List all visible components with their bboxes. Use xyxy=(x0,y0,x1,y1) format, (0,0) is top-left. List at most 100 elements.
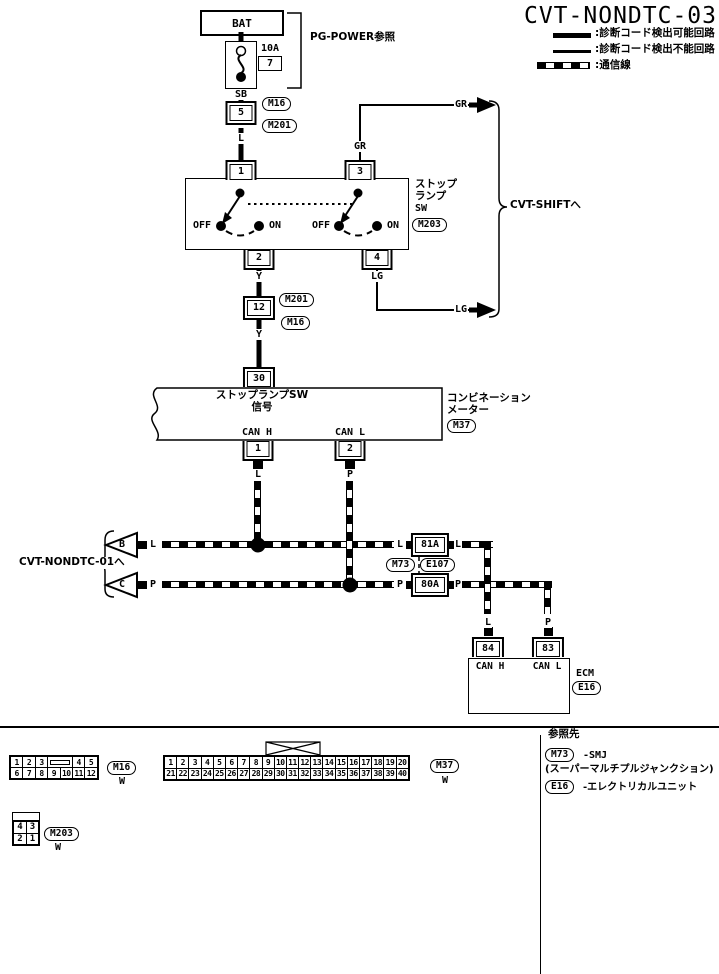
can-h-bus-line-right xyxy=(462,541,493,548)
gr-arrow-icon xyxy=(477,97,496,113)
pin-cell xyxy=(47,756,73,768)
pin-cell: 5 xyxy=(84,756,98,768)
legend-undetectable-label: :診断コード検出不能回路 xyxy=(594,43,716,56)
legend-comm-label: :通信線 xyxy=(594,59,632,72)
terminal-1-meter: 1 xyxy=(242,441,274,461)
ecm-can-l-label: CAN L xyxy=(532,661,562,672)
terminal-84-pin: 84 xyxy=(475,641,501,657)
wire-color-p-meter: P xyxy=(345,469,355,480)
can-l-bus-line xyxy=(162,581,394,588)
pinout-color-m203: W xyxy=(53,842,63,853)
bus-p-label-3: P xyxy=(453,579,463,590)
connector-ref-e107: E107 xyxy=(420,558,455,573)
pin-cell: 8 xyxy=(34,767,49,779)
wire-color-lg: LG xyxy=(369,271,385,282)
pin-cell: 11 xyxy=(71,767,86,779)
terminal-2-meter-pin: 2 xyxy=(338,441,362,457)
fuse-rating-label: 10A xyxy=(260,43,281,54)
pin-cell: 6 xyxy=(10,767,24,779)
switch-off-right-label: OFF xyxy=(312,220,331,231)
wire-color-lg-arrow: LG xyxy=(453,304,469,315)
bus-l-label-3: L xyxy=(453,539,463,550)
arrow-c-letter: C xyxy=(119,579,126,590)
meter-can-l-label: CAN L xyxy=(334,427,366,438)
refs-m73-oval: M73 xyxy=(545,748,575,763)
footer-separator xyxy=(0,726,719,728)
wire-color-y: Y xyxy=(254,271,264,282)
refs-e16-oval: E16 xyxy=(545,780,575,795)
switch-name-line3: SW xyxy=(414,203,429,214)
terminal-2-switch: 2 xyxy=(243,250,275,270)
pinout-ref-m203: M203 xyxy=(44,827,79,842)
connector-ref-m16-mid: M16 xyxy=(281,316,311,331)
lg-arrow-icon xyxy=(477,302,496,318)
fuse-box xyxy=(225,41,257,89)
page-title: CVT-NONDTC-03 xyxy=(523,3,717,29)
battery-box: BAT xyxy=(200,10,284,36)
can-h-drop-line xyxy=(254,481,261,545)
connector-ref-m37: M37 xyxy=(447,419,477,434)
can-l-bus-line-right xyxy=(462,581,552,588)
wire-color-y2: Y xyxy=(254,329,264,340)
ecm-can-h-label: CAN H xyxy=(475,661,505,672)
connector-12: 12 xyxy=(242,296,276,320)
terminal-83-ecm: 83 xyxy=(531,637,565,657)
connector-ref-m201-mid: M201 xyxy=(279,293,314,308)
arrow-b-letter: B xyxy=(119,539,126,550)
pinout-ref-m16: M16 xyxy=(107,761,137,776)
connector-5: 5 xyxy=(225,101,257,125)
connector-81a-pin: 81A xyxy=(414,537,446,553)
terminal-4-switch: 4 xyxy=(361,250,393,270)
can-l-ecm-line xyxy=(544,581,551,614)
pin-cell: 23 xyxy=(188,767,202,780)
connector-5-pin: 5 xyxy=(229,105,253,121)
connector-ref-m203: M203 xyxy=(412,218,447,233)
meter-signal-line1: ストップランプSW xyxy=(215,389,309,401)
wire-color-l-meter: L xyxy=(253,469,263,480)
terminal-2-meter: 2 xyxy=(334,441,366,461)
connector-81a: 81A xyxy=(410,533,450,557)
switch-on-right-label: ON xyxy=(387,220,400,231)
wire-color-gr-arrow: GR xyxy=(453,99,469,110)
pin-cell: 7 xyxy=(22,767,36,779)
connector-ref-e16: E16 xyxy=(572,681,602,696)
can-h-bus-line xyxy=(162,541,394,548)
bus-l-label-2: L xyxy=(395,539,405,550)
connector-key-strip xyxy=(13,813,39,821)
bus-p-label-4: P xyxy=(543,617,553,628)
switch-name-line1: ストップ xyxy=(414,178,458,191)
wire-color-gr: GR xyxy=(352,141,368,152)
bus-l-label-1: L xyxy=(148,539,158,550)
refs-m73-note: (スーパーマルチプルジャンクション) xyxy=(544,764,715,775)
switch-off-left-label: OFF xyxy=(193,220,212,231)
connector-ref-m201-top: M201 xyxy=(262,119,297,134)
cvt-shift-brace xyxy=(488,100,508,318)
connector-ref-m73: M73 xyxy=(386,558,416,573)
pin-cell: 34 xyxy=(322,767,336,780)
ecm-box xyxy=(468,658,570,714)
legend-thin-line xyxy=(553,50,591,53)
fuse-number-box: 7 xyxy=(258,56,282,71)
pin-cell: 9 xyxy=(47,767,61,779)
footer-divider xyxy=(540,735,541,974)
pinout-color-m16: W xyxy=(117,776,127,787)
legend-comm-line xyxy=(537,62,590,69)
pin-cell: 10 xyxy=(59,767,73,779)
pinout-color-m37: W xyxy=(440,775,450,786)
pin-cell: 12 xyxy=(84,767,98,779)
terminal-4-pin: 4 xyxy=(365,250,389,266)
legend-detectable-label: :診断コード検出可能回路 xyxy=(594,27,716,40)
terminal-30-pin: 30 xyxy=(246,371,272,387)
pin-cell: 27 xyxy=(237,767,251,780)
pin-cell: 1 xyxy=(25,832,39,845)
cvt-nondtc01-ref-label: CVT-NONDTC-01へ xyxy=(18,556,126,569)
ecm-name-label: ECM xyxy=(575,668,596,679)
